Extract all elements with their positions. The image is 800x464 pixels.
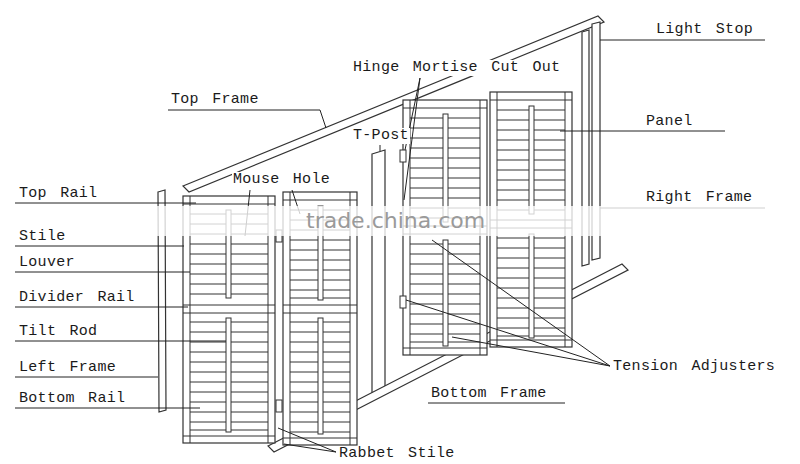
part-label: Left Frame — [18, 360, 117, 376]
part-label: Light Stop — [655, 22, 754, 38]
leader-lines — [15, 40, 765, 452]
part-label: T-Post — [352, 128, 410, 144]
part-label: Right Frame — [645, 190, 753, 206]
part-label: Divider Rail — [18, 290, 136, 306]
hinge — [400, 296, 406, 308]
hinge — [276, 400, 282, 412]
part-label: Tension Adjusters — [612, 359, 776, 375]
part-label: Mouse Hole — [232, 172, 331, 188]
watermark: trade.china.com — [305, 208, 486, 234]
part-label: Hinge Mortise Cut Out — [352, 60, 561, 76]
tilt-rod — [529, 106, 534, 214]
part-label: Stile — [18, 229, 67, 245]
part-label: Louver — [18, 255, 76, 271]
tilt-rod — [443, 240, 448, 346]
part-label: Bottom Frame — [430, 386, 548, 402]
tilt-rod — [226, 318, 231, 432]
tilt-rod — [529, 234, 534, 338]
t-post-bar — [372, 150, 385, 394]
part-label: Top Rail — [18, 186, 98, 202]
part-label: Panel — [645, 114, 694, 130]
part-label: Bottom Rail — [18, 391, 126, 407]
part-label: Rabbet Stile — [338, 446, 456, 462]
hinge — [400, 150, 406, 162]
tilt-rod — [318, 318, 323, 434]
part-label: Top Frame — [170, 92, 260, 108]
watermark-band — [0, 206, 800, 236]
part-label: Tilt Rod — [18, 324, 98, 340]
tilt-rod — [443, 114, 448, 222]
rails-stiles — [183, 92, 572, 445]
